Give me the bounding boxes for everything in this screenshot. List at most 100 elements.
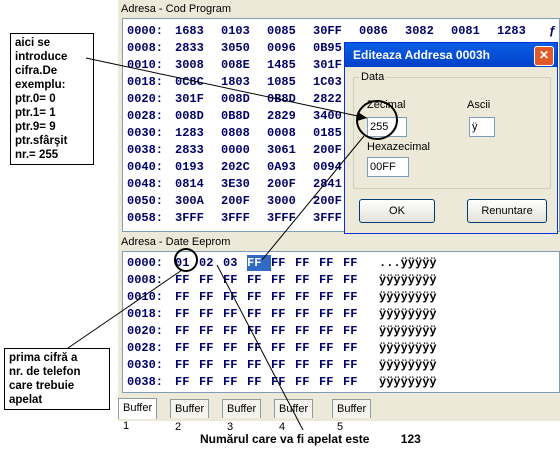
eeprom-byte[interactable]: FF [175,358,190,372]
program-word[interactable]: 0086 [359,24,388,38]
eeprom-byte[interactable]: FF [343,324,358,338]
eeprom-byte[interactable]: FF [247,324,262,338]
program-word[interactable]: 0185 [313,126,342,140]
program-word[interactable]: 1C03 [313,75,342,89]
program-word[interactable]: 3FFF [221,211,250,225]
eeprom-byte[interactable]: FF [175,290,190,304]
program-word[interactable]: 2829 [267,109,296,123]
program-word[interactable]: 3008 [175,58,204,72]
ascii-input[interactable]: ÿ [469,117,495,137]
eeprom-byte[interactable]: 02 [199,256,214,270]
eeprom-byte[interactable]: FF [223,375,238,389]
eeprom-byte[interactable]: FF [199,273,214,287]
cancel-button[interactable]: Renuntare [467,199,547,223]
program-word[interactable]: 0808 [221,126,250,140]
eeprom-byte[interactable]: FF [175,307,190,321]
program-word[interactable]: 200F [221,194,250,208]
program-word[interactable]: 1283 [175,126,204,140]
program-word[interactable]: 3FFF [175,211,204,225]
program-word[interactable]: 008D [221,92,250,106]
eeprom-byte[interactable]: FF [223,324,238,338]
program-word[interactable]: 0193 [175,160,204,174]
dialog-titlebar[interactable]: Editeaza Addresa 0003h ✕ [345,43,557,67]
eeprom-byte[interactable]: 03 [223,256,238,270]
program-word[interactable]: 3082 [405,24,434,38]
eeprom-byte[interactable]: 01 [175,256,190,270]
eeprom-byte[interactable]: FF [295,256,310,270]
program-word[interactable]: 0008 [267,126,296,140]
eeprom-byte[interactable]: FF [319,307,334,321]
eeprom-byte[interactable]: FF [319,290,334,304]
program-word[interactable]: 008D [175,109,204,123]
program-word[interactable]: 200F [267,177,296,191]
eeprom-byte[interactable]: FF [319,375,334,389]
program-word[interactable]: 3400 [313,109,342,123]
eeprom-byte[interactable]: FF [295,375,310,389]
eeprom-byte[interactable]: FF [175,324,190,338]
eeprom-byte[interactable]: FF [223,341,238,355]
program-word[interactable]: 301F [175,92,204,106]
eeprom-byte[interactable]: FF [319,273,334,287]
program-word[interactable]: 3050 [221,41,250,55]
program-word[interactable]: 0000 [221,143,250,157]
program-word[interactable]: 0B8D [267,92,296,106]
eeprom-byte[interactable]: FF [295,341,310,355]
eeprom-byte[interactable]: FF [247,375,262,389]
eeprom-byte[interactable]: FF [223,307,238,321]
eeprom-byte[interactable]: FF [319,358,334,372]
program-word[interactable]: 0A93 [267,160,296,174]
eeprom-byte[interactable]: FF [343,307,358,321]
eeprom-byte[interactable]: FF [271,256,286,270]
eeprom-byte[interactable]: FF [295,273,310,287]
eeprom-byte[interactable]: FF [247,307,262,321]
eeprom-byte[interactable]: FF [343,256,358,270]
eeprom-byte[interactable]: FF [175,341,190,355]
program-memory-panel[interactable]: 0000:16830103008530FF0086308200811283ƒ..… [122,18,560,232]
program-word[interactable]: 300A [175,194,204,208]
close-icon[interactable]: ✕ [534,46,554,66]
program-word[interactable]: 2841 [313,177,342,191]
program-word[interactable]: 0103 [221,24,250,38]
eeprom-byte[interactable]: FF [343,375,358,389]
eeprom-byte[interactable]: FF [271,307,286,321]
program-word[interactable]: 1485 [267,58,296,72]
program-word[interactable]: 008E [221,58,250,72]
eeprom-byte[interactable]: FF [199,290,214,304]
eeprom-byte[interactable]: FF [247,290,262,304]
eeprom-byte[interactable]: FF [247,358,262,372]
eeprom-byte[interactable]: FF [247,273,262,287]
eeprom-byte[interactable]: FF [199,375,214,389]
eeprom-byte[interactable]: FF [271,273,286,287]
eeprom-byte[interactable]: FF [271,358,286,372]
program-word[interactable]: 1085 [267,75,296,89]
program-word[interactable]: 2822 [313,92,342,106]
program-word[interactable]: 3061 [267,143,296,157]
eeprom-byte[interactable]: FF [271,290,286,304]
program-word[interactable]: 1803 [221,75,250,89]
program-word[interactable]: 30FF [313,24,342,38]
program-word[interactable]: 0B95 [313,41,342,55]
eeprom-byte[interactable]: FF [295,290,310,304]
program-word[interactable]: 3000 [267,194,296,208]
program-word[interactable]: 301F [313,58,342,72]
program-word[interactable]: 200F [313,194,342,208]
eeprom-byte[interactable]: FF [343,341,358,355]
eeprom-byte[interactable]: FF [223,290,238,304]
program-word[interactable]: 1283 [497,24,526,38]
program-word[interactable]: 0094 [313,160,342,174]
eeprom-byte[interactable]: FF [271,341,286,355]
eeprom-byte[interactable]: FF [343,290,358,304]
eeprom-byte[interactable]: FF [199,341,214,355]
ok-button[interactable]: OK [359,199,435,223]
program-word[interactable]: 0081 [451,24,480,38]
program-word[interactable]: 0096 [267,41,296,55]
eeprom-byte[interactable]: FF [343,273,358,287]
program-word[interactable]: 2833 [175,41,204,55]
tab-buffer-4[interactable]: Buffer 4 [274,399,314,433]
eeprom-byte[interactable]: FF [199,324,214,338]
eeprom-byte[interactable]: FF [319,256,334,270]
eeprom-byte[interactable]: FF [175,273,190,287]
eeprom-byte[interactable]: FF [295,307,310,321]
eeprom-byte[interactable]: FF [271,324,286,338]
program-word[interactable]: 200F [313,143,342,157]
